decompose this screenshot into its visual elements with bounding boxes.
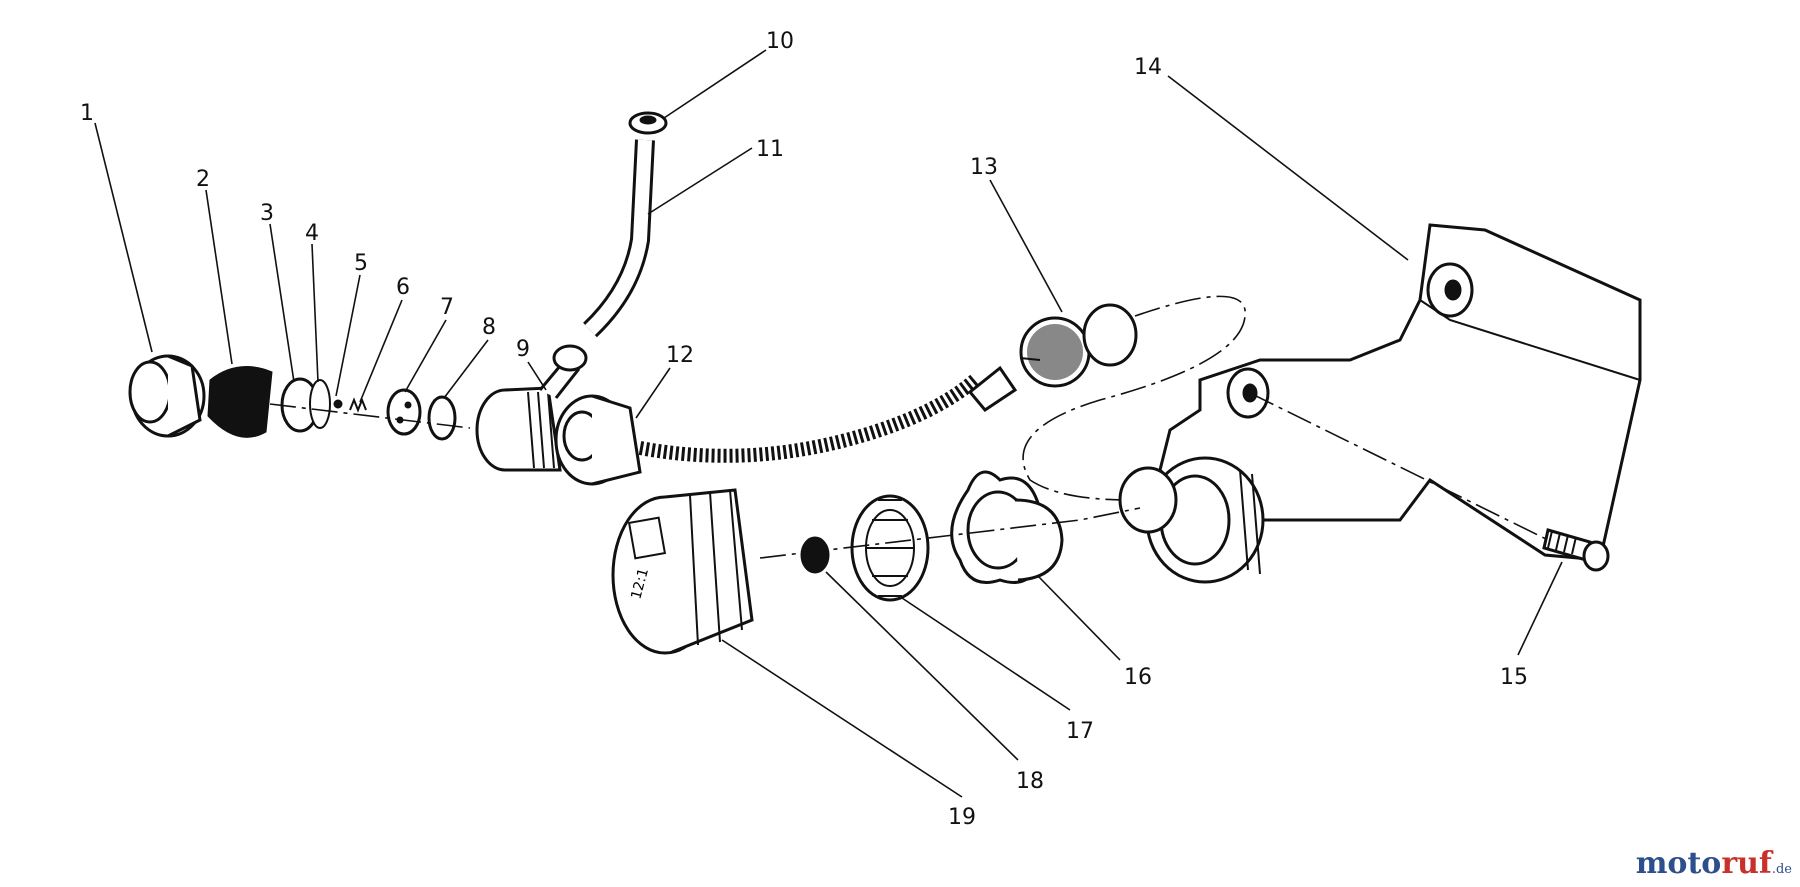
callout-12: 12 — [666, 343, 694, 368]
callout-18: 18 — [1016, 769, 1044, 794]
callout-3: 3 — [260, 201, 274, 226]
callout-7: 7 — [440, 295, 454, 320]
callout-8: 8 — [482, 315, 496, 340]
callout-11: 11 — [756, 137, 784, 162]
part-6-spring — [349, 397, 367, 413]
leader-lines — [94, 49, 1563, 798]
part-11-tube — [552, 139, 655, 372]
part-4-washer — [309, 379, 331, 429]
part-16-flange — [950, 470, 1064, 584]
watermark-logo: motoruf.de — [1636, 846, 1792, 881]
callout-15: 15 — [1500, 665, 1528, 690]
callout-19: 19 — [948, 805, 976, 830]
callout-14: 14 — [1134, 55, 1162, 80]
svg-text:12:1: 12:1 — [628, 567, 652, 602]
part-18-plug — [800, 536, 830, 574]
watermark-part-c: .de — [1771, 862, 1792, 877]
watermark-part-a: moto — [1635, 846, 1722, 881]
callout-13: 13 — [970, 155, 998, 180]
part-12-fuel-line — [638, 365, 1018, 463]
assembly-axis-line — [269, 403, 471, 429]
callout-17: 17 — [1066, 719, 1094, 744]
part-1-grommet — [128, 354, 206, 438]
part-17-screen — [850, 494, 930, 602]
part-15-bolt — [1542, 528, 1610, 572]
part-2-cone — [207, 366, 273, 438]
part-5-small — [333, 399, 343, 409]
callout-4: 4 — [305, 221, 319, 246]
part-13-filter — [1019, 303, 1138, 388]
assembly-axis-line-bolt — [1249, 392, 1549, 541]
callout-9: 9 — [516, 337, 530, 362]
callout-10: 10 — [766, 29, 794, 54]
callout-labels: 1 2 3 4 5 6 7 8 9 10 11 12 13 14 15 16 1… — [80, 29, 1528, 830]
part-10-cap — [628, 111, 668, 135]
part-7-plate — [386, 388, 422, 436]
callout-2: 2 — [196, 167, 210, 192]
part-14-fuel-tank — [1118, 223, 1642, 584]
part-8-ring — [427, 395, 457, 441]
callout-16: 16 — [1124, 665, 1152, 690]
watermark-part-b: ruf — [1721, 846, 1772, 881]
callout-5: 5 — [354, 251, 368, 276]
part-12-grommet — [554, 394, 642, 486]
fuel-routing-line — [1022, 295, 1246, 501]
callout-6: 6 — [396, 275, 410, 300]
assembly-axis-line-cap — [759, 507, 1141, 559]
part-19-cap: 12:1 — [611, 488, 754, 655]
callout-1: 1 — [80, 101, 94, 126]
